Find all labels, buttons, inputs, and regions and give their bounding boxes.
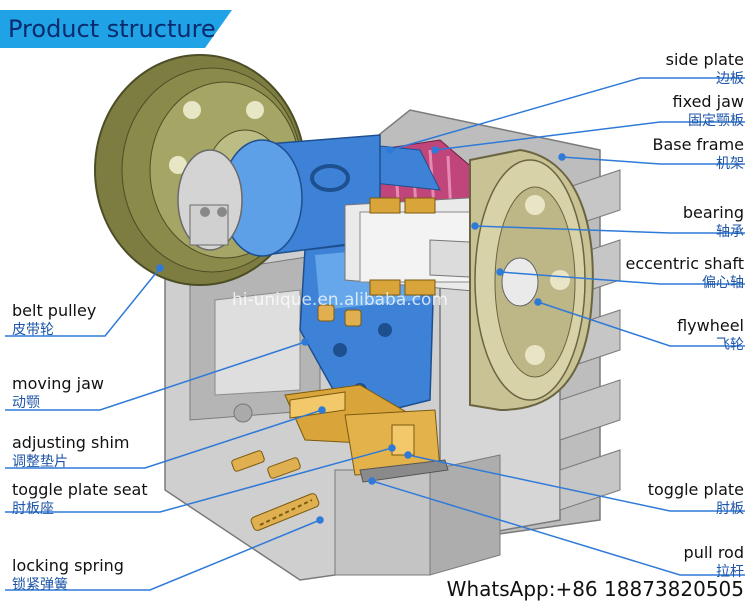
label-bearing: bearing 轴承: [683, 203, 744, 241]
label-adjusting-shim-en: adjusting shim: [12, 433, 130, 452]
label-side-plate: side plate 边板: [666, 50, 744, 88]
bolt-left: [231, 450, 265, 472]
pull-rod: [359, 459, 449, 483]
toggle-plate-seat: [284, 384, 441, 476]
label-base-frame-en: Base frame: [652, 135, 745, 154]
label-adjusting-shim-zh: 调整垫片: [12, 454, 68, 470]
label-belt-pulley-en: belt pulley: [12, 301, 97, 320]
locking-spring: [250, 493, 320, 531]
label-fixed-jaw-en: fixed jaw: [672, 92, 744, 111]
label-belt-pulley: belt pulley 皮带轮: [12, 301, 96, 339]
label-base-frame-zh: 机架: [716, 156, 744, 172]
title-banner-shape: [0, 10, 232, 48]
label-locking-spring-zh: 锁紧弹簧: [12, 577, 68, 593]
label-eccentric-shaft-zh: 偏心轴: [702, 275, 744, 291]
title-banner: Product structure: [0, 10, 232, 48]
label-pull-rod-en: pull rod: [683, 543, 744, 562]
adjusting-shim: [289, 391, 346, 419]
label-eccentric-shaft-en: eccentric shaft: [625, 254, 744, 273]
label-pull-rod-zh: 拉杆: [716, 564, 744, 580]
label-side-plate-en: side plate: [665, 50, 744, 69]
label-flywheel-en: flywheel: [677, 316, 744, 335]
label-moving-jaw: moving jaw 动颚: [12, 374, 104, 412]
watermark: hi-unique.en.alibaba.com: [232, 290, 448, 310]
page-title: Product structure: [8, 15, 216, 43]
label-fixed-jaw: fixed jaw 固定颚板: [673, 92, 744, 130]
bolt-upper-a: [317, 304, 335, 322]
label-toggle-plate-zh: 肘板: [716, 501, 744, 517]
label-side-plate-zh: 边板: [716, 71, 744, 87]
label-fixed-jaw-zh: 固定颚板: [688, 113, 744, 129]
bolt-upper-b: [344, 309, 362, 327]
label-toggle-plate-en: toggle plate: [647, 480, 744, 499]
label-bearing-en: bearing: [682, 203, 744, 222]
label-bearing-zh: 轴承: [716, 224, 744, 240]
label-flywheel: flywheel 飞轮: [677, 316, 744, 354]
label-flywheel-zh: 飞轮: [716, 337, 744, 353]
label-locking-spring: locking spring 锁紧弹簧: [12, 556, 124, 594]
label-adjusting-shim: adjusting shim 调整垫片: [12, 433, 130, 471]
bolt-right: [267, 457, 301, 479]
label-toggle-plate: toggle plate 肘板: [648, 480, 744, 518]
label-moving-jaw-en: moving jaw: [12, 374, 105, 393]
label-toggle-plate-seat-zh: 肘板座: [12, 501, 54, 517]
bearing-cover: [177, 149, 243, 251]
label-pull-rod: pull rod 拉杆: [684, 543, 744, 581]
label-belt-pulley-zh: 皮带轮: [12, 322, 54, 338]
leader-lines: [5, 77, 745, 591]
label-toggle-plate-seat-en: toggle plate seat: [12, 480, 148, 499]
label-eccentric-shaft: eccentric shaft 偏心轴: [625, 254, 744, 292]
contact-info: WhatsApp:+86 18873820505: [446, 577, 744, 601]
label-toggle-plate-seat: toggle plate seat 肘板座: [12, 480, 148, 518]
bearing: [369, 197, 436, 296]
label-locking-spring-en: locking spring: [12, 556, 124, 575]
label-moving-jaw-zh: 动颚: [12, 395, 40, 411]
label-base-frame: Base frame 机架: [653, 135, 745, 173]
flywheel: [469, 148, 594, 412]
